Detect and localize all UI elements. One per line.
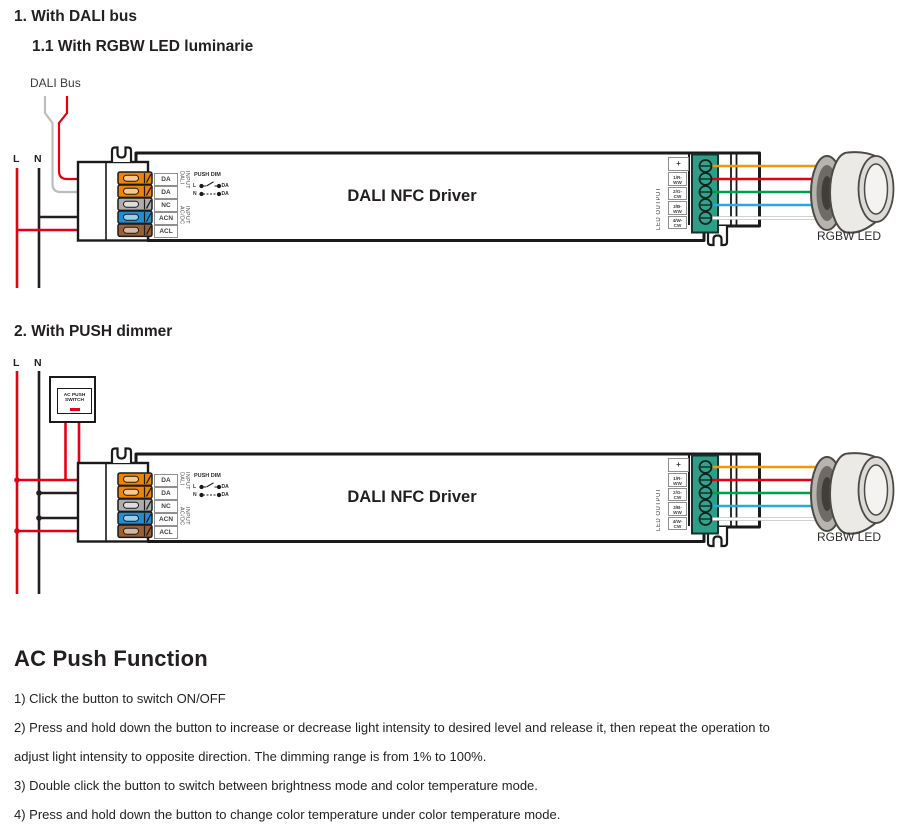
d1-terminal-acn: ACN xyxy=(154,211,178,225)
section2-title: 2. With PUSH dimmer xyxy=(14,323,173,340)
section1-subtitle: 1.1 With RGBW LED luminarie xyxy=(32,38,254,55)
d1-live-label: L xyxy=(13,153,20,165)
d1-terminal-acl: ACL xyxy=(154,224,178,238)
d1-led-output-label: LED OUTPUT xyxy=(656,186,662,230)
function-item-1: 1) Click the button to switch ON/OFF xyxy=(14,691,226,706)
d2-terminal-acn: ACN xyxy=(154,512,178,526)
d2-neutral-label: N xyxy=(34,357,42,369)
d2-live-label: L xyxy=(13,357,20,369)
function-heading: AC Push Function xyxy=(14,646,208,671)
d1-rgbw-led-label: RGBW LED xyxy=(817,229,882,243)
d1-output-plus: + xyxy=(668,157,689,171)
d1-output-ch1: 1/R-WW xyxy=(668,172,687,186)
d1-neutral-label: N xyxy=(34,153,42,165)
d2-output-ch3: 3/B-WW xyxy=(668,502,687,516)
d2-acdc-input-label: AC/DC INPUT xyxy=(178,507,191,526)
ac-push-switch-button[interactable] xyxy=(70,407,80,411)
d2-terminal-da2: DA xyxy=(154,486,178,500)
d1-output-ch2: 2/G-CW xyxy=(668,186,687,200)
ac-push-switch-label: AC PUSH SWITCH xyxy=(63,392,86,404)
ac-push-switch-face: AC PUSH SWITCH xyxy=(57,388,92,414)
function-item-4: 4) Press and hold down the button to cha… xyxy=(14,807,561,822)
d1-push-dim-da-top: DA xyxy=(221,182,229,189)
d1-push-dim-neutral: N xyxy=(193,190,197,197)
d2-led-wires xyxy=(710,465,823,521)
d2-output-ch2: 2/G-CW xyxy=(668,487,687,501)
d1-push-dim-live: L xyxy=(193,182,197,189)
section1-title: 1. With DALI bus xyxy=(14,8,137,25)
d1-dali-input-label: DALI INPUT xyxy=(178,171,191,189)
d2-output-plus: + xyxy=(668,458,689,472)
d2-push-dim-da-bottom: DA xyxy=(221,491,229,498)
d2-dali-input-label: DALI INPUT xyxy=(178,472,191,490)
d1-output-screws xyxy=(698,159,713,225)
d1-driver-name: DALI NFC Driver xyxy=(347,187,477,205)
d1-acdc-input-label: AC/DC INPUT xyxy=(178,206,191,225)
d2-driver-name: DALI NFC Driver xyxy=(347,488,477,506)
d2-terminal-acl: ACL xyxy=(154,525,178,539)
d1-push-dim-da-bottom: DA xyxy=(221,190,229,197)
function-item-2: 2) Press and hold down the button to inc… xyxy=(14,720,770,764)
d2-rgbw-led-fixture xyxy=(810,452,895,535)
function-item-3: 3) Double click the button to switch bet… xyxy=(14,778,538,793)
d1-terminal-nc: NC xyxy=(154,198,178,212)
d2-output-screws xyxy=(698,460,713,526)
d1-output-ch3: 3/B-WW xyxy=(668,201,687,215)
d2-push-dim-da-top: DA xyxy=(221,483,229,490)
d1-output-ch4: 4/W-CW xyxy=(668,215,687,229)
d2-output-ch4: 4/W-CW xyxy=(668,516,687,530)
d2-push-dim-neutral: N xyxy=(193,491,197,498)
d1-rgbw-led-fixture xyxy=(810,151,895,234)
ac-push-switch[interactable]: AC PUSH SWITCH xyxy=(49,376,96,423)
d2-rgbw-led-label: RGBW LED xyxy=(817,530,882,544)
d2-terminal-nc: NC xyxy=(154,499,178,513)
d2-push-dim-title: PUSH DIM xyxy=(194,473,221,479)
d1-terminal-da2: DA xyxy=(154,185,178,199)
d1-terminal-da1: DA xyxy=(154,172,178,186)
d2-push-dim-live: L xyxy=(193,483,197,490)
d2-output-ch1: 1/R-WW xyxy=(668,473,687,487)
dali-bus-label: DALI Bus xyxy=(30,76,81,90)
d2-terminal-da1: DA xyxy=(154,473,178,487)
d2-led-output-label: LED OUTPUT xyxy=(656,487,662,531)
d1-led-wires xyxy=(710,164,823,220)
d1-dali-bus-wires xyxy=(43,96,121,194)
d1-push-dim-title: PUSH DIM xyxy=(194,172,221,178)
